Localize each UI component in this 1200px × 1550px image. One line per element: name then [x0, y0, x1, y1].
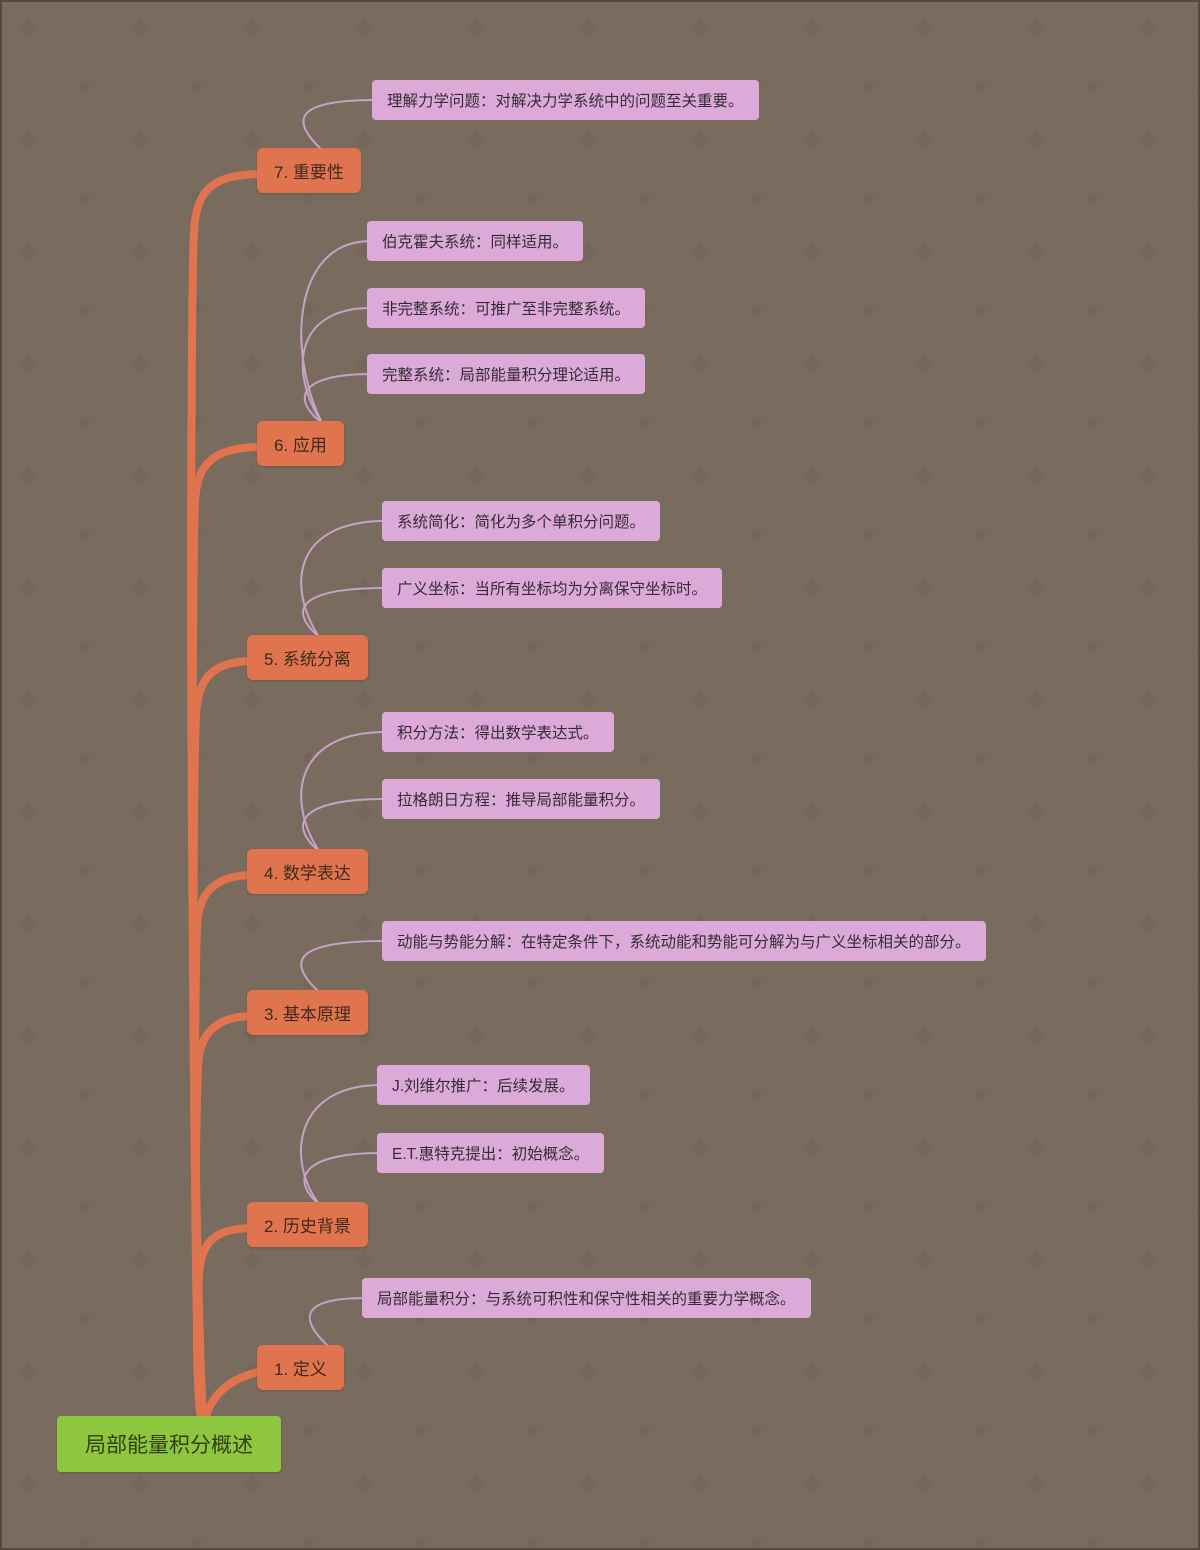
leaf-node-whittaker[interactable]: E.T.惠特克提出：初始概念。: [377, 1133, 605, 1173]
branch-node-system-separation[interactable]: 5. 系统分离: [247, 635, 368, 680]
connector-separation-simplify: [300, 520, 387, 638]
branch-node-history[interactable]: 2. 历史背景: [247, 1202, 368, 1247]
leaf-node-local-energy-integral[interactable]: 局部能量积分：与系统可积性和保守性相关的重要力学概念。: [362, 1278, 811, 1318]
leaf-node-energy-decomposition[interactable]: 动能与势能分解：在特定条件下，系统动能和势能可分解为与广义坐标相关的部分。: [382, 921, 986, 961]
connector-principles-leaf: [300, 940, 387, 993]
connector-separation-coords: [302, 587, 387, 638]
spine-curve-importance: [187, 170, 267, 1448]
branch-node-applications[interactable]: 6. 应用: [257, 421, 344, 466]
leaf-node-holonomic-system[interactable]: 完整系统：局部能量积分理论适用。: [367, 354, 646, 394]
connector-math-integral: [300, 731, 387, 852]
leaf-node-generalized-coordinates[interactable]: 广义坐标：当所有坐标均为分离保守坐标时。: [382, 568, 723, 608]
leaf-node-nonholonomic-system[interactable]: 非完整系统：可推广至非完整系统。: [367, 288, 646, 328]
leaf-node-liouville[interactable]: J.刘维尔推广：后续发展。: [377, 1065, 590, 1105]
branch-node-math-expression[interactable]: 4. 数学表达: [247, 849, 368, 894]
connector-importance-leaf: [302, 99, 377, 151]
branch-node-principles[interactable]: 3. 基本原理: [247, 990, 368, 1035]
connector-history-liouville: [300, 1084, 382, 1205]
branch-node-importance[interactable]: 7. 重要性: [257, 148, 361, 193]
connector-history-whittaker: [303, 1152, 382, 1205]
leaf-node-system-simplification[interactable]: 系统简化：简化为多个单积分问题。: [382, 501, 661, 541]
connector-math-lagrange: [302, 798, 387, 852]
connector-app-holonomic: [303, 373, 372, 424]
connector-app-nonholonomic: [301, 307, 372, 424]
leaf-node-integral-method[interactable]: 积分方法：得出数学表达式。: [382, 712, 614, 752]
root-node[interactable]: 局部能量积分概述: [57, 1416, 281, 1472]
leaf-node-lagrange-equation[interactable]: 拉格朗日方程：推导局部能量积分。: [382, 779, 661, 819]
leaf-node-understanding-mechanics[interactable]: 理解力学问题：对解决力学系统中的问题至关重要。: [372, 80, 759, 120]
branch-node-definition[interactable]: 1. 定义: [257, 1345, 344, 1390]
connector-app-birkhoff: [300, 240, 372, 424]
connector-definition-leaf: [308, 1297, 367, 1348]
leaf-node-birkhoff-system[interactable]: 伯克霍夫系统：同样适用。: [367, 221, 584, 261]
